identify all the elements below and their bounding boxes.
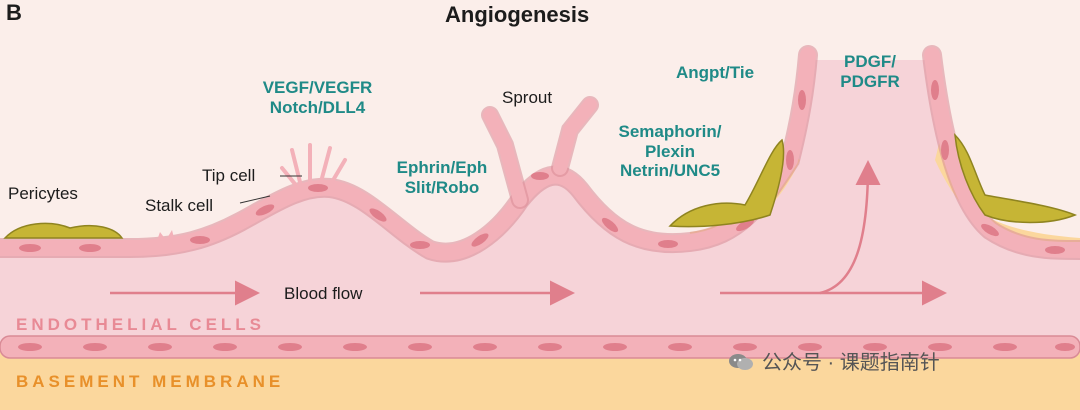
endothelial-nuclei: [19, 80, 1065, 254]
blood-flow-arrows: [110, 160, 947, 306]
basement-membrane-label: BASEMENT MEMBRANE: [16, 372, 285, 391]
ephrin-line-1: Ephrin/Eph: [396, 158, 488, 177]
watermark: 公众号 · 课题指南针: [728, 352, 940, 375]
pdgf-line-1: PDGF/: [844, 52, 896, 71]
sprout-branches: [481, 96, 599, 209]
ephrin-signal-label: Ephrin/Eph Slit/Robo: [382, 158, 502, 197]
pdgf-line-2: PDGFR: [840, 71, 900, 91]
angpt-signal-label: Angpt/Tie: [675, 63, 755, 82]
sema-line-1: Semaphorin/: [618, 122, 722, 141]
sema-line-3: Netrin/UNC5: [619, 161, 721, 181]
bottom-endothelial-row: [0, 335, 1080, 359]
vegf-signal-label: VEGF/VEGFR Notch/DLL4: [250, 78, 385, 117]
vessel-lumen: [0, 60, 1080, 350]
pdgf-signal-label: PDGF/ PDGFR: [830, 52, 910, 91]
sprout-label: Sprout: [502, 88, 553, 107]
endothelial-cells-label: ENDOTHELIAL CELLS: [16, 315, 266, 334]
pericytes-label: Pericytes: [8, 184, 78, 203]
vegf-line-2: Notch/DLL4: [269, 97, 366, 117]
sema-line-2: Plexin: [644, 141, 696, 161]
watermark-text: 公众号 · 课题指南针: [762, 352, 940, 374]
wechat-icon: [728, 352, 754, 372]
vegf-line-1: VEGF/VEGFR: [262, 78, 373, 97]
diagram-title: Angiogenesis: [445, 2, 590, 27]
tip-cell-label: Tip cell: [202, 166, 256, 185]
stalk-cell-label: Stalk cell: [145, 196, 214, 215]
tip-cell-filopodia: [280, 143, 347, 186]
basement-membrane-band: [0, 352, 1080, 410]
pericytes: [3, 132, 1078, 239]
ephrin-line-2: Slit/Robo: [404, 177, 480, 197]
panel-letter: B: [6, 0, 22, 25]
stalk-bud: [155, 230, 176, 246]
semaphorin-signal-label: Semaphorin/ Plexin Netrin/UNC5: [600, 122, 740, 181]
blood-flow-label: Blood flow: [284, 284, 363, 303]
